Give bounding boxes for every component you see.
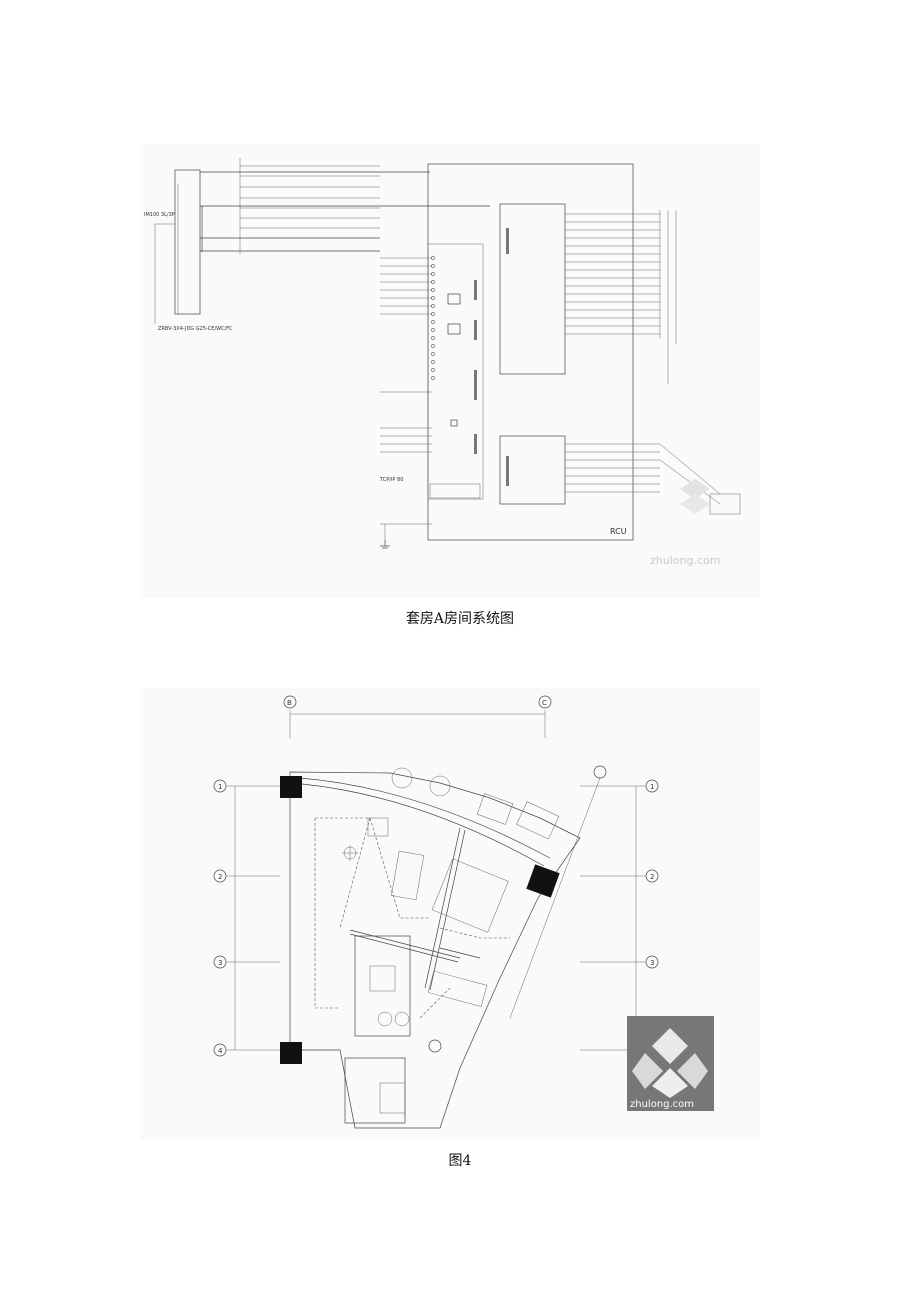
terminal-dots: [431, 256, 435, 380]
watermark-text: zhulong.com: [650, 554, 720, 567]
rcu-label: RCU: [610, 527, 627, 536]
axis-label-top-1: B: [287, 699, 292, 707]
axis-label-right-1: 1: [650, 783, 654, 791]
lower-branch-circuits: [565, 443, 741, 515]
upper-branch-circuits: [565, 210, 677, 384]
watermark-text-2: zhulong.com: [630, 1099, 694, 1110]
rcu-cabinet: [427, 163, 634, 541]
mcb-label: TCP/IP 80: [379, 477, 403, 483]
cable-label: ZRBV-3X4-JDG G25-CE/WC/FC: [158, 326, 233, 332]
floor-plan-figure: B C 1 2 3 4 1 2 3 4: [140, 688, 760, 1140]
furniture: [342, 767, 560, 1114]
axis-label-left-2: 2: [218, 873, 222, 881]
axis-marker-top-1: [283, 695, 297, 709]
axis-label-top-2: C: [542, 699, 547, 707]
axis-label-right-3: 3: [650, 959, 654, 967]
wiring-routes: [314, 817, 510, 1019]
structural-columns: [280, 776, 560, 1064]
upper-breaker-panel: [499, 203, 566, 375]
terminal-strips: [474, 228, 509, 486]
lower-breaker-panel: [499, 435, 566, 505]
system-diagram-figure: IM100 3L/3P ZRBV-3X4-JDG G25-CE/WC/FC RC…: [140, 144, 760, 598]
figure-caption-2: 图4: [448, 1153, 472, 1169]
axis-label-left-4: 4: [218, 1047, 223, 1055]
watermark-block: zhulong.com: [627, 1016, 714, 1111]
watermark-logo: zhulong.com: [650, 479, 720, 567]
feeder-label: IM100 3L/3P: [144, 212, 175, 218]
input-lines: [380, 257, 432, 540]
axis-marker-top-2: [538, 695, 552, 709]
axis-label-left-3: 3: [218, 959, 222, 967]
axis-label-left-1: 1: [218, 783, 222, 791]
top-circuits: [200, 158, 490, 254]
floor-plan: B C 1 2 3 4 1 2 3 4: [213, 695, 714, 1129]
building-outline: [289, 771, 581, 1129]
left-axis: 1 2 3 4: [213, 779, 280, 1057]
axis-label-right-2: 2: [650, 873, 654, 881]
system-diagram: IM100 3L/3P ZRBV-3X4-JDG G25-CE/WC/FC RC…: [144, 158, 741, 567]
figure-caption-1: 套房A房间系统图: [405, 611, 515, 627]
